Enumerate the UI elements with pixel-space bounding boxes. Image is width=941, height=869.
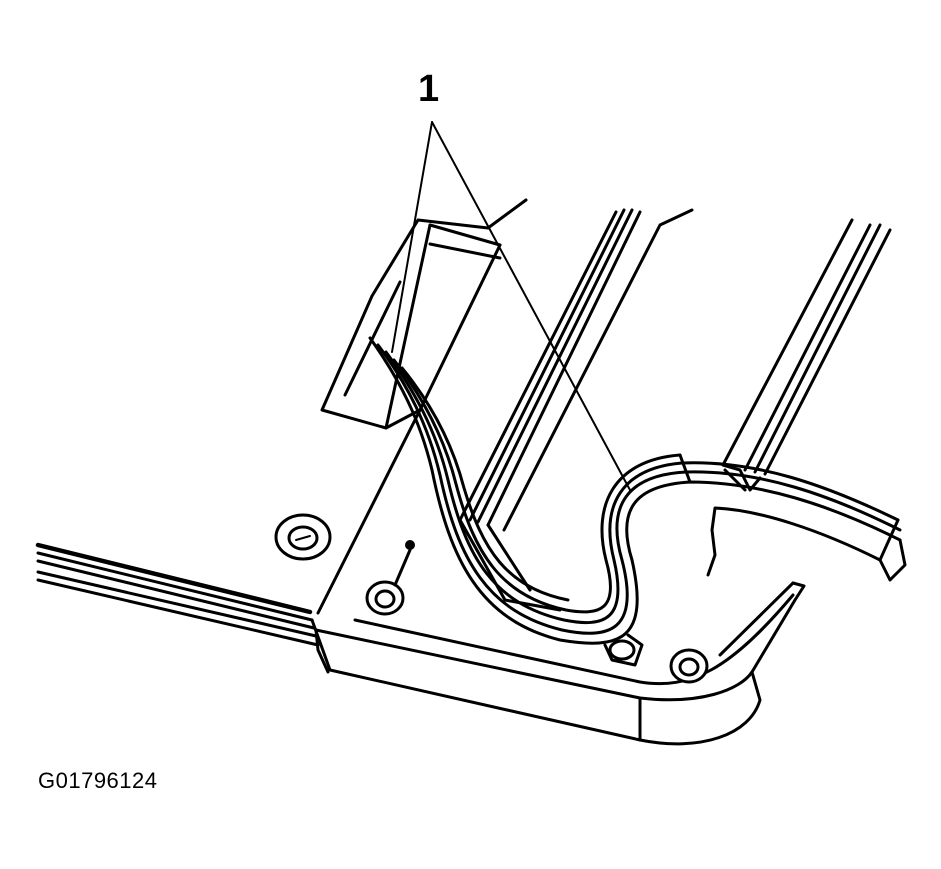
- center-channel: [458, 208, 694, 612]
- wire-harness: [368, 336, 907, 645]
- nut-left: [365, 540, 415, 616]
- retainer-clip: [603, 633, 644, 667]
- nut-right: [669, 648, 709, 684]
- right-rail: [721, 218, 892, 492]
- grommet-left: [274, 513, 332, 561]
- mounting-rail: [35, 542, 320, 647]
- callout-label: 1: [418, 68, 440, 110]
- callout-leaders: [391, 121, 631, 491]
- figure-id: G01796124: [38, 768, 158, 793]
